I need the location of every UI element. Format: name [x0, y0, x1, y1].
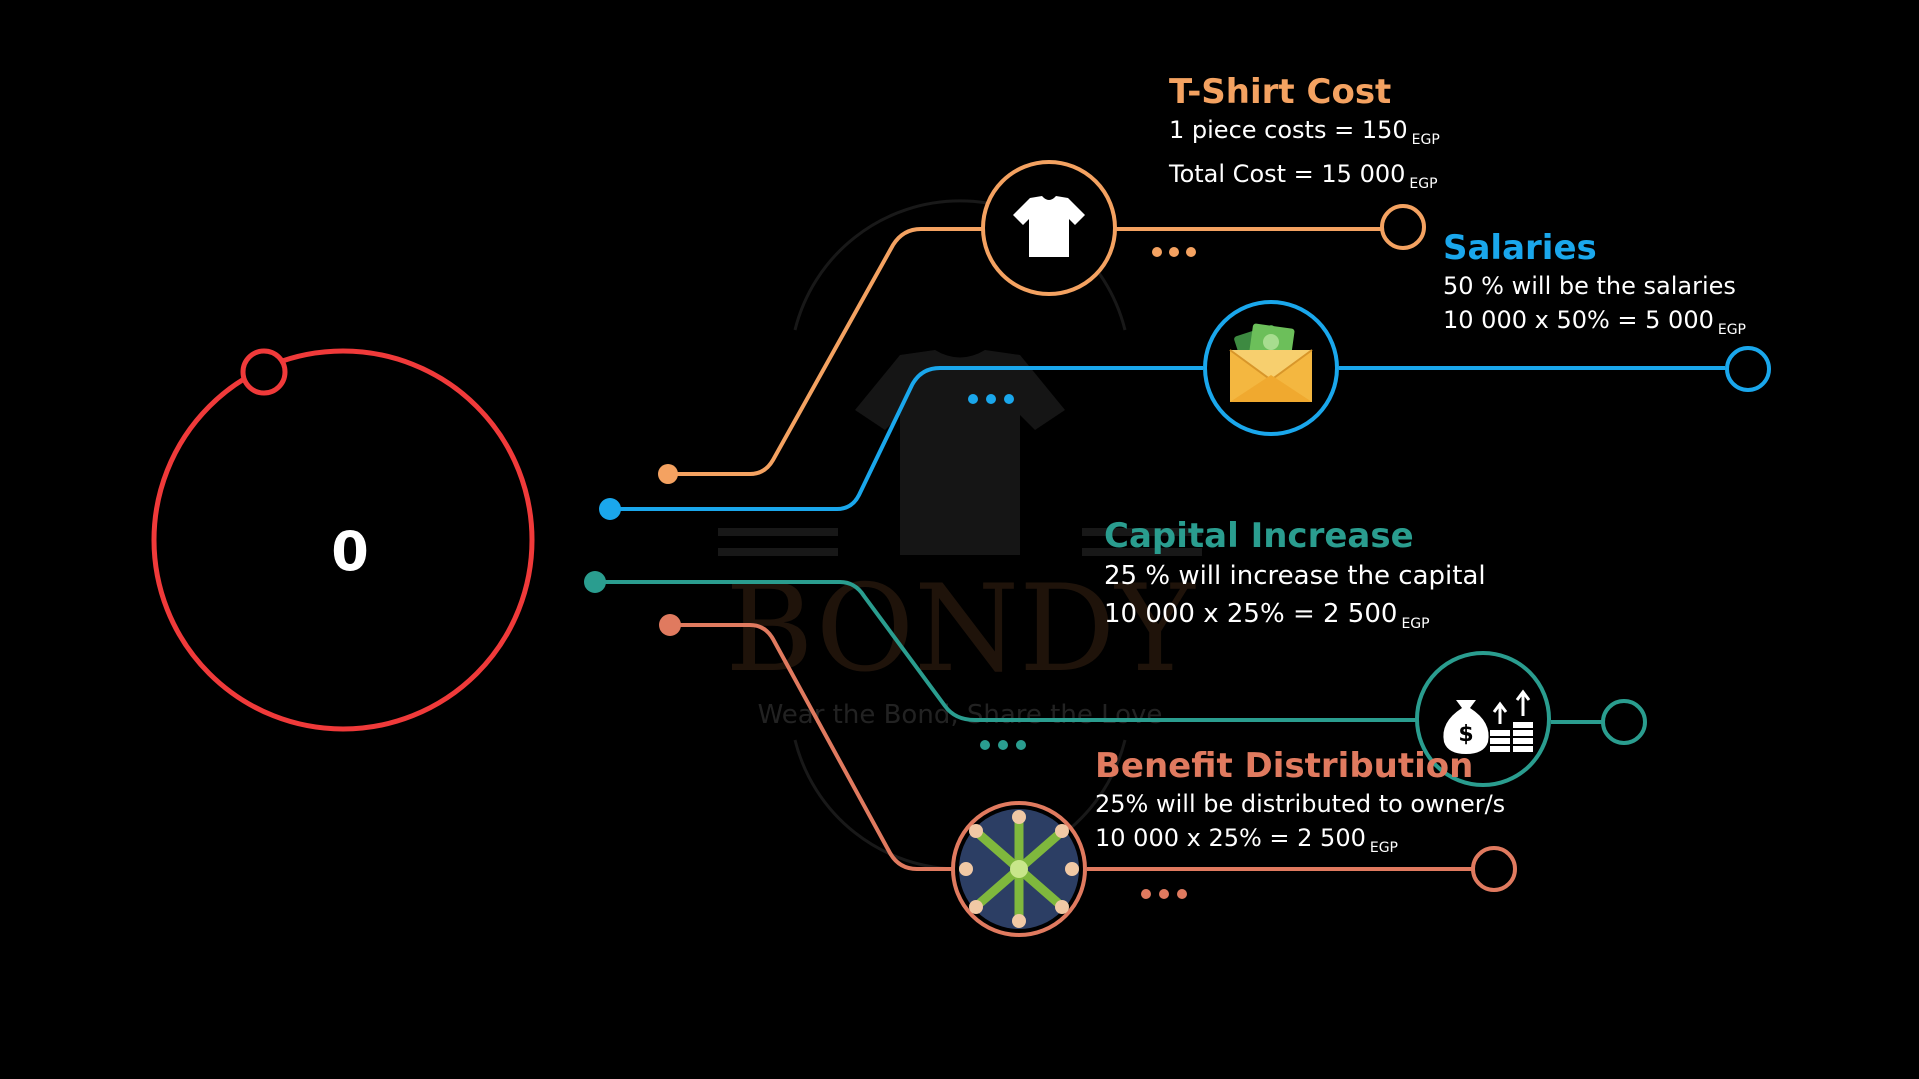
tshirt-cost-title: T-Shirt Cost — [1169, 72, 1392, 112]
counter-ring-knob — [240, 348, 288, 396]
salaries-branch-end-node — [1725, 346, 1771, 392]
capital-branch-origin-dot — [584, 571, 606, 593]
salaries-title: Salaries — [1443, 228, 1597, 268]
benefit-branch-end-node — [1471, 846, 1517, 892]
benefit-branch-origin-dot — [659, 614, 681, 636]
capital-branch-end-node — [1601, 699, 1647, 745]
capital-share: 25 % will increase the capital — [1104, 560, 1486, 591]
benefit-title: Benefit Distribution — [1095, 746, 1474, 786]
salaries-share: 50 % will be the salaries — [1443, 271, 1736, 300]
tshirt-branch-end-node — [1380, 204, 1426, 250]
salaries-block: Salaries 50 % will be the salaries 10 00… — [1443, 228, 1746, 347]
benefit-share: 25% will be distributed to owner/s — [1095, 789, 1506, 818]
capital-ellipsis — [980, 740, 1026, 750]
money-bag-growth-icon: $ — [1443, 689, 1533, 754]
counter-ring — [151, 348, 535, 732]
tshirt-branch — [658, 160, 1426, 484]
tshirt-ellipsis — [1152, 247, 1196, 257]
capital-block: Capital Increase 25 % will increase the … — [1104, 516, 1486, 643]
benefit-ellipsis — [1141, 889, 1187, 899]
counter-value: 0 — [331, 520, 369, 583]
hands-sharing-money-icon — [959, 809, 1079, 929]
watermark-tagline: Wear the Bond, Share the Love — [758, 700, 1163, 730]
benefit-block: Benefit Distribution 25% will be distrib… — [1095, 746, 1505, 865]
salaries-ellipsis — [968, 394, 1014, 404]
tshirt-branch-origin-dot — [658, 464, 678, 484]
tshirt-icon — [1013, 196, 1085, 257]
salaries-branch-origin-dot — [599, 498, 621, 520]
capital-title: Capital Increase — [1104, 516, 1414, 556]
svg-text:$: $ — [1458, 722, 1473, 747]
money-envelope-icon — [1229, 323, 1313, 402]
